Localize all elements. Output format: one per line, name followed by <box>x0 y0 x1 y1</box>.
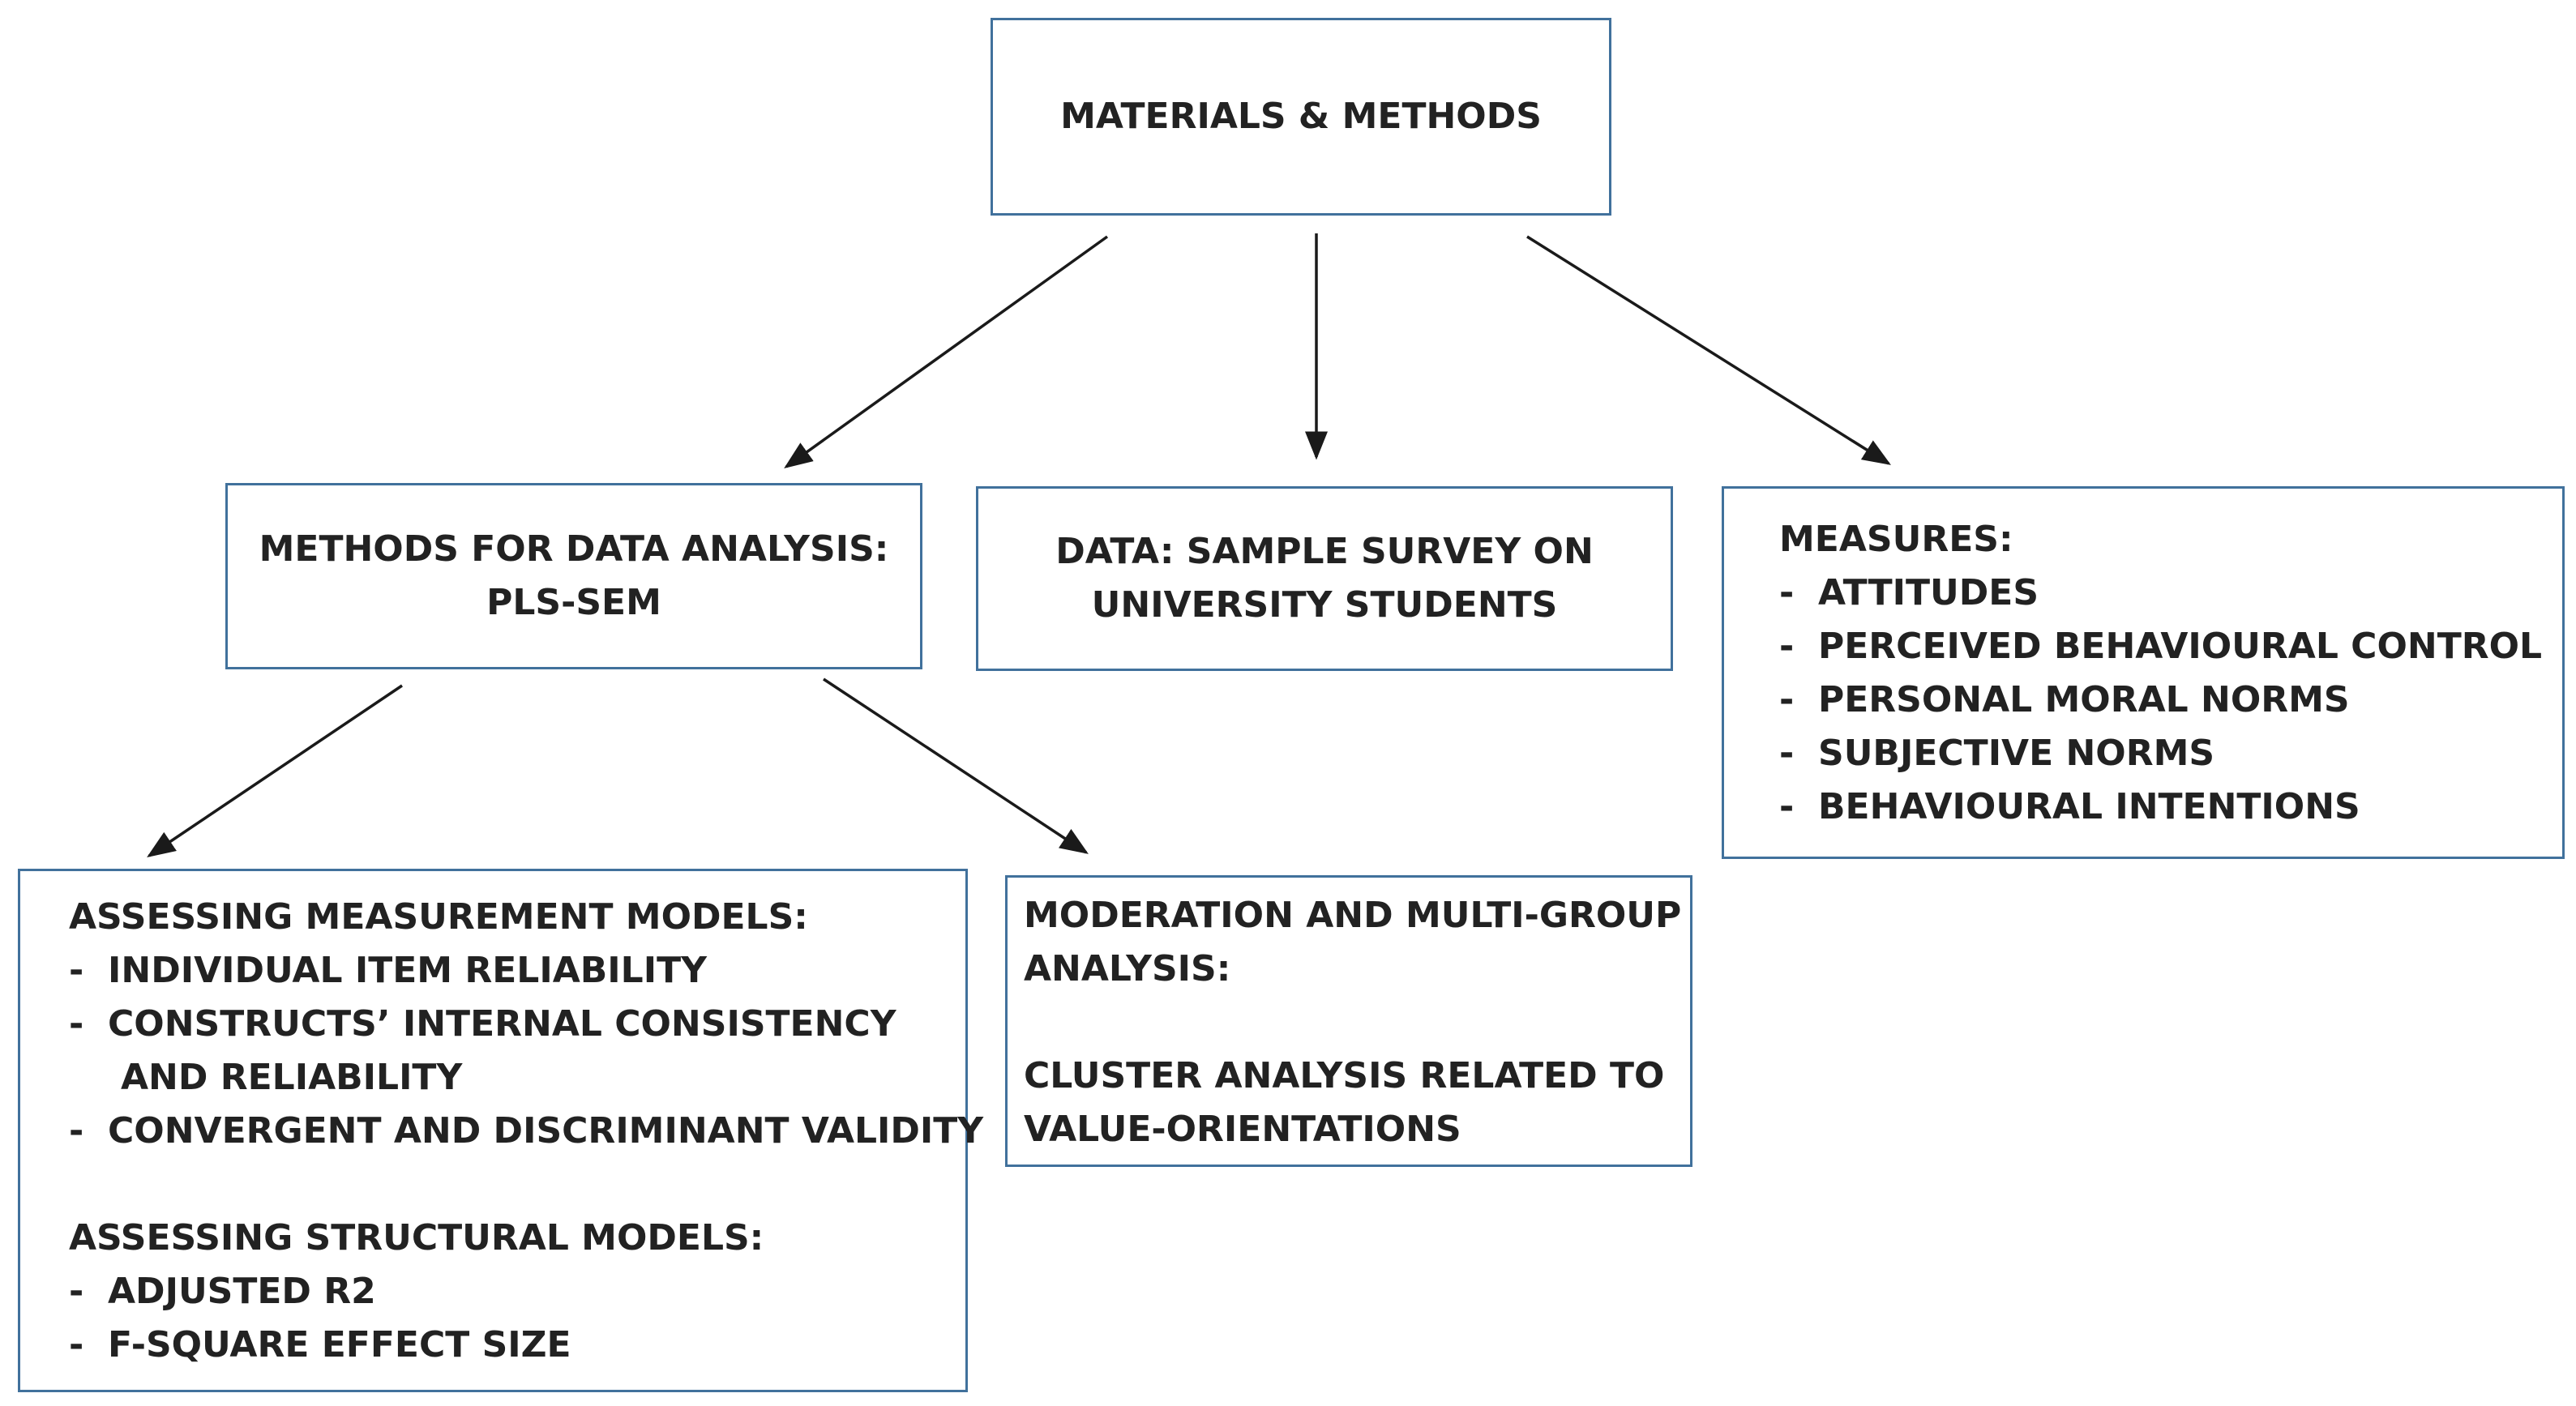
dash-marker: - <box>1779 572 1795 613</box>
measures-item: - PERCEIVED BEHAVIOURAL CONTROL <box>1779 620 2562 673</box>
measurement-item-label: INDIVIDUAL ITEM RELIABILITY <box>108 950 707 991</box>
moderation-line-1: MODERATION AND MULTI-GROUP <box>1024 895 1682 936</box>
measures-item-label: SUBJECTIVE NORMS <box>1818 733 2215 774</box>
structural-item-label: ADJUSTED R2 <box>108 1271 376 1312</box>
moderation-box: MODERATION AND MULTI-GROUP ANALYSIS: CLU… <box>1005 875 1692 1167</box>
measurement-item-label: CONVERGENT AND DISCRIMINANT VALIDITY <box>108 1110 984 1152</box>
dash-marker: - <box>69 1003 84 1045</box>
moderation-line-4: VALUE-ORIENTATIONS <box>1024 1109 1461 1150</box>
data-line-1: DATA: SAMPLE SURVEY ON <box>1055 531 1594 572</box>
measurement-item: - INDIVIDUAL ITEM RELIABILITY <box>69 944 965 998</box>
dash-marker: - <box>69 1324 84 1365</box>
methods-line-2: PLS-SEM <box>486 582 661 623</box>
arrow-to-methods <box>784 235 1109 469</box>
arrow-to-assessing <box>147 684 403 857</box>
measures-box: MEASURES: - ATTITUDES - PERCEIVED BEHAVI… <box>1722 486 2565 859</box>
measurement-models-heading: ASSESSING MEASUREMENT MODELS: <box>69 896 808 938</box>
measures-item: - PERSONAL MORAL NORMS <box>1779 673 2562 727</box>
moderation-line-2: ANALYSIS: <box>1024 948 1231 989</box>
measures-item-label: PERCEIVED BEHAVIOURAL CONTROL <box>1818 626 2543 667</box>
dash-marker: - <box>1779 679 1795 720</box>
measures-item: - ATTITUDES <box>1779 566 2562 620</box>
methods-line-1: METHODS FOR DATA ANALYSIS: <box>259 528 889 570</box>
measures-item-label: ATTITUDES <box>1818 572 2039 613</box>
assessing-models-box: ASSESSING MEASUREMENT MODELS: - INDIVIDU… <box>18 869 983 1392</box>
methods-box: METHODS FOR DATA ANALYSIS: PLS-SEM <box>225 483 922 669</box>
measurement-item: - CONSTRUCTS’ INTERNAL CONSISTENCY <box>69 998 965 1051</box>
structural-item-label: F-SQUARE EFFECT SIZE <box>108 1324 571 1365</box>
structural-models-heading: ASSESSING STRUCTURAL MODELS: <box>69 1217 764 1259</box>
measures-item-label: PERSONAL MORAL NORMS <box>1818 679 2350 720</box>
moderation-line-3: CLUSTER ANALYSIS RELATED TO <box>1024 1055 1665 1096</box>
materials-methods-box: MATERIALS & METHODS <box>991 18 1611 216</box>
measurement-item-continuation-label: AND RELIABILITY <box>121 1057 463 1098</box>
arrow-to-measures <box>1526 235 1891 465</box>
structural-item: - F-SQUARE EFFECT SIZE <box>69 1318 965 1372</box>
structural-item: - ADJUSTED R2 <box>69 1265 965 1318</box>
dash-marker: - <box>69 950 84 991</box>
data-line-2: UNIVERSITY STUDENTS <box>1091 584 1558 626</box>
data-box: DATA: SAMPLE SURVEY ON UNIVERSITY STUDEN… <box>976 486 1673 671</box>
arrow-to-moderation <box>823 677 1089 854</box>
measurement-item-label: CONSTRUCTS’ INTERNAL CONSISTENCY <box>108 1003 896 1045</box>
measurement-item-continuation: AND RELIABILITY <box>69 1051 965 1105</box>
measurement-item: - CONVERGENT AND DISCRIMINANT VALIDITY <box>69 1105 983 1158</box>
dash-marker: - <box>1779 626 1795 667</box>
dash-marker: - <box>1779 786 1795 827</box>
dash-marker: - <box>1779 733 1795 774</box>
measures-item-label: BEHAVIOURAL INTENTIONS <box>1818 786 2360 827</box>
measures-item: - BEHAVIOURAL INTENTIONS <box>1779 780 2562 834</box>
materials-methods-title: MATERIALS & METHODS <box>1060 96 1542 137</box>
dash-marker: - <box>69 1271 84 1312</box>
measures-item: - SUBJECTIVE NORMS <box>1779 727 2562 780</box>
measures-heading: MEASURES: <box>1779 519 2013 560</box>
dash-marker: - <box>69 1110 84 1152</box>
